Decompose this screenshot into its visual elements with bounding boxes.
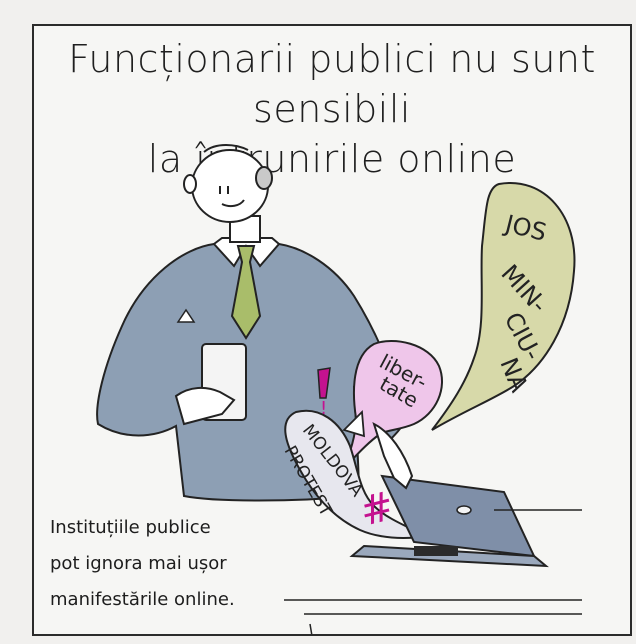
right-ear: [255, 166, 273, 190]
comic-panel: Funcționarii publici nu sunt sensibili l…: [32, 24, 632, 636]
green-speech-bubble: [431, 181, 576, 431]
exclamation-dot: !: [320, 398, 327, 419]
caption-line-3: manifestările online.: [50, 589, 235, 610]
hair-line: [203, 144, 249, 153]
illustration: JOS MIN- CIU- NA ! liber- tate: [96, 144, 582, 634]
exclamation-shape: [317, 367, 331, 399]
panel-title: Funcționarii publici nu sunt sensibili l…: [34, 34, 630, 184]
triangle-play-icon: [342, 409, 366, 438]
caption-line-1: Instituțiile publice: [50, 517, 211, 538]
left-ear: [183, 174, 197, 194]
eyes: [219, 186, 229, 194]
laptop-logo: [456, 505, 472, 515]
laptop-keyboard: [414, 546, 458, 556]
smile: [221, 199, 245, 208]
title-line-1: Funcționarii publici nu sunt sensibili: [68, 37, 596, 131]
pocket-square: [176, 308, 196, 323]
left-hand: [174, 386, 236, 426]
head: [191, 149, 269, 223]
right-hand: [372, 422, 414, 490]
tie: [230, 245, 262, 340]
desk-leg: [309, 623, 313, 634]
caption: Instituțiile publice pot ignora mai ușor…: [50, 510, 310, 618]
caption-line-2: pot ignora mai ușor: [50, 553, 227, 574]
